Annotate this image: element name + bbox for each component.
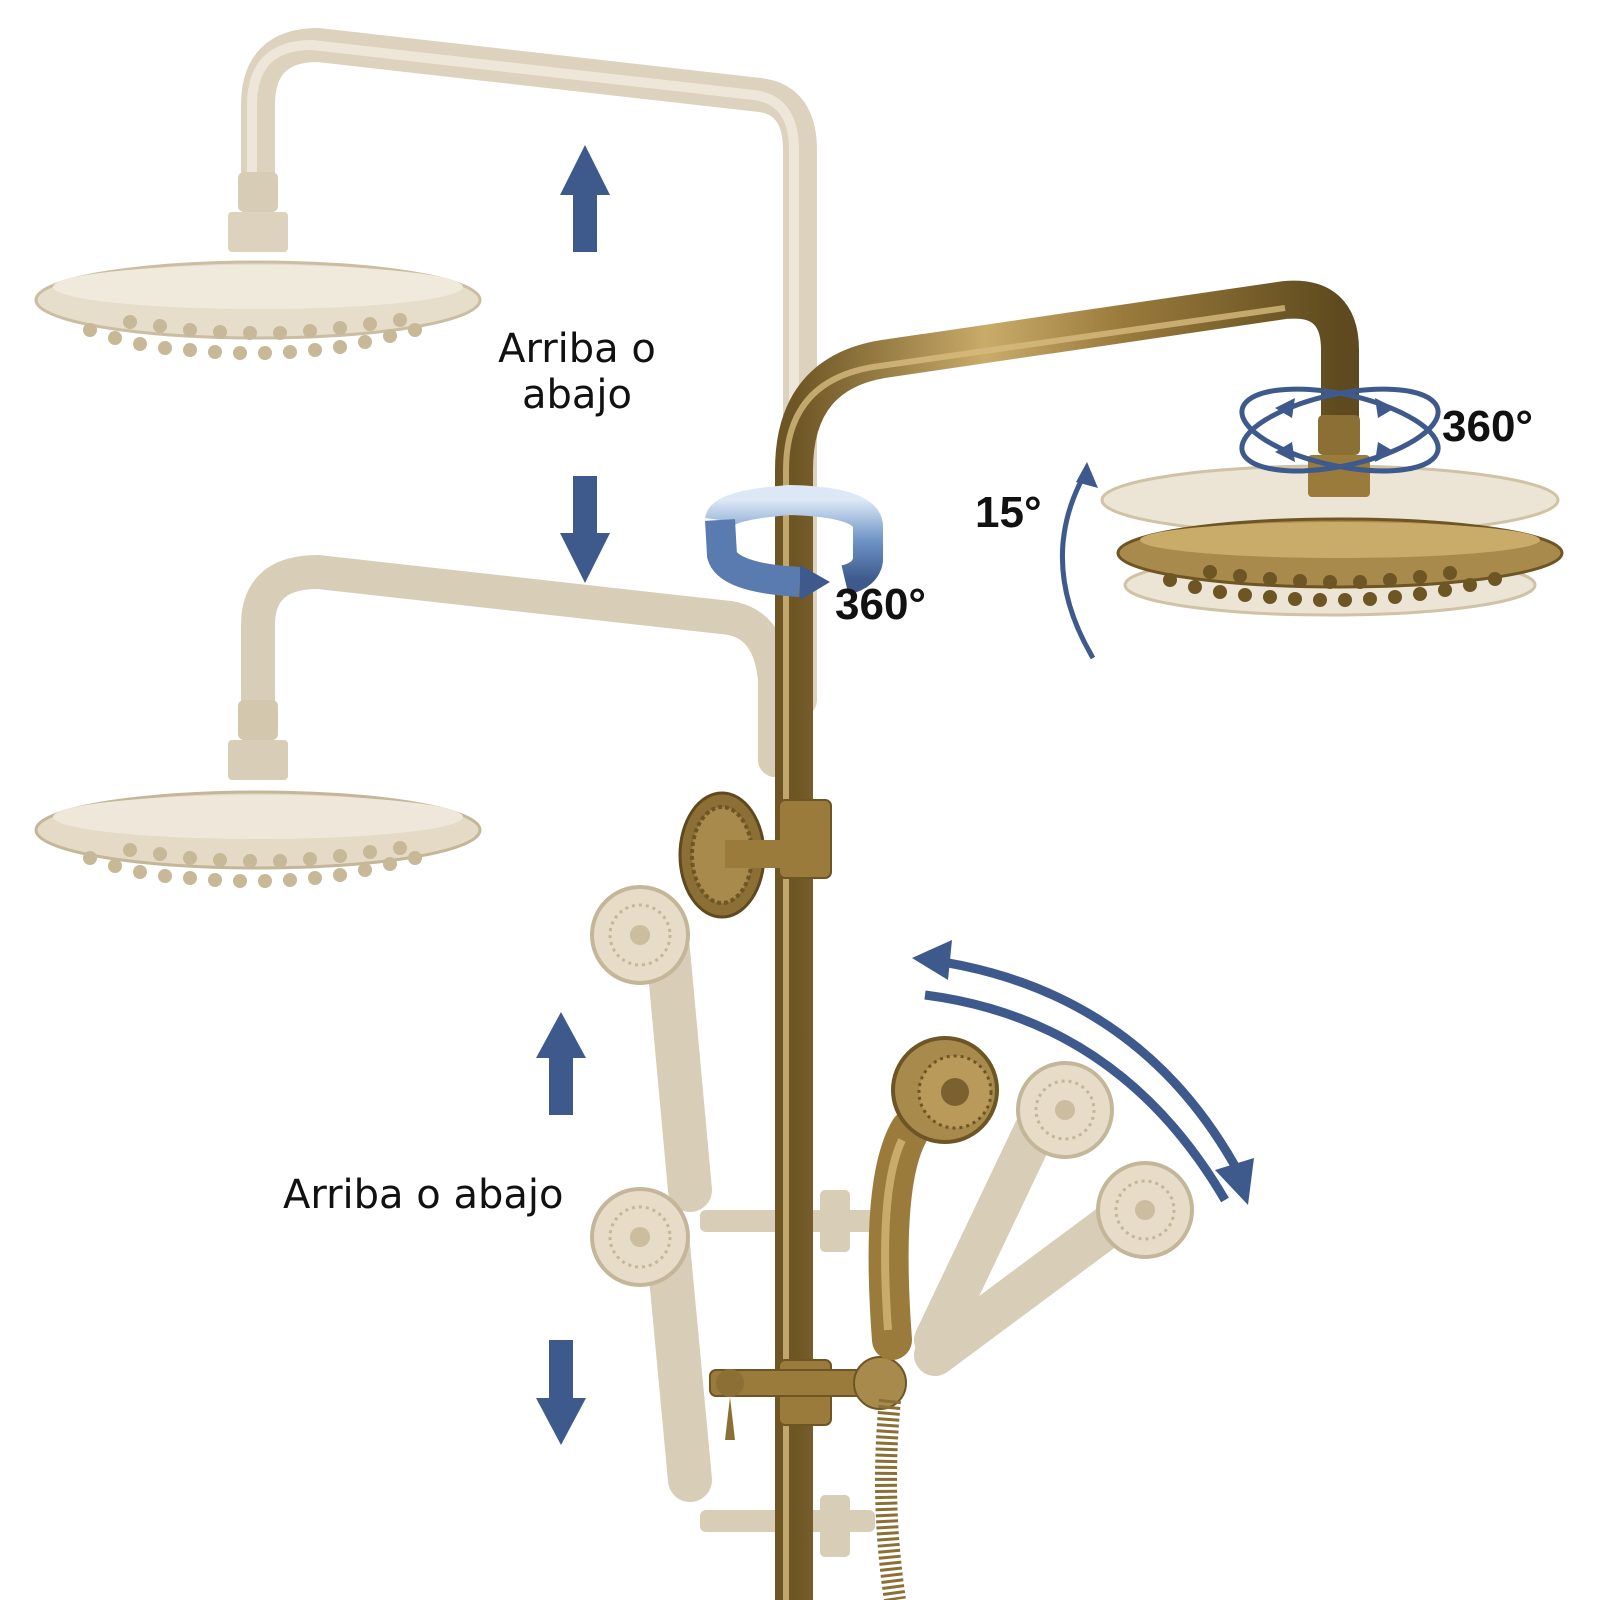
slide-upper-label: Arriba o abajo xyxy=(498,326,656,418)
diverter-valve xyxy=(709,1356,907,1440)
arrow-up-icon xyxy=(536,1012,586,1115)
hand-shower xyxy=(868,1036,999,1360)
arrow-down-icon xyxy=(536,1340,586,1445)
ghost-lower-shower-arm xyxy=(34,554,792,870)
arm-rotation-label: 360° xyxy=(835,580,927,629)
ghost-upper-shower-nozzles xyxy=(83,313,422,360)
rotation-ring-icon xyxy=(705,484,883,600)
main-shower-nozzles xyxy=(1163,565,1502,607)
arrow-down-icon xyxy=(560,476,610,583)
orbit-arrowheads xyxy=(1275,398,1395,462)
ghost-upper-shower-arm xyxy=(34,27,817,717)
ghost-hand-shower-swing-2 xyxy=(914,1161,1194,1376)
curved-arc-arrow-icon xyxy=(1059,462,1098,660)
main-shower-riser xyxy=(775,280,1359,1600)
ghost-hand-shower-swing-1 xyxy=(914,1061,1114,1361)
ghost-hand-shower-upper xyxy=(590,885,712,1212)
head-rotation-label: 360° xyxy=(1442,402,1534,451)
wall-bracket xyxy=(678,791,785,919)
swing-arc-arrow-icon xyxy=(912,940,1254,1205)
ghost-lower-shower-nozzles xyxy=(83,841,422,888)
orbit-arrows-icon xyxy=(1239,386,1441,474)
ghost-hand-shower-lower xyxy=(590,1187,712,1502)
slide-lower-label: Arriba o abajo xyxy=(283,1172,564,1218)
arrow-up-icon xyxy=(560,145,610,252)
hand-shower-hose xyxy=(875,1398,906,1600)
head-tilt-label: 15° xyxy=(975,488,1042,537)
